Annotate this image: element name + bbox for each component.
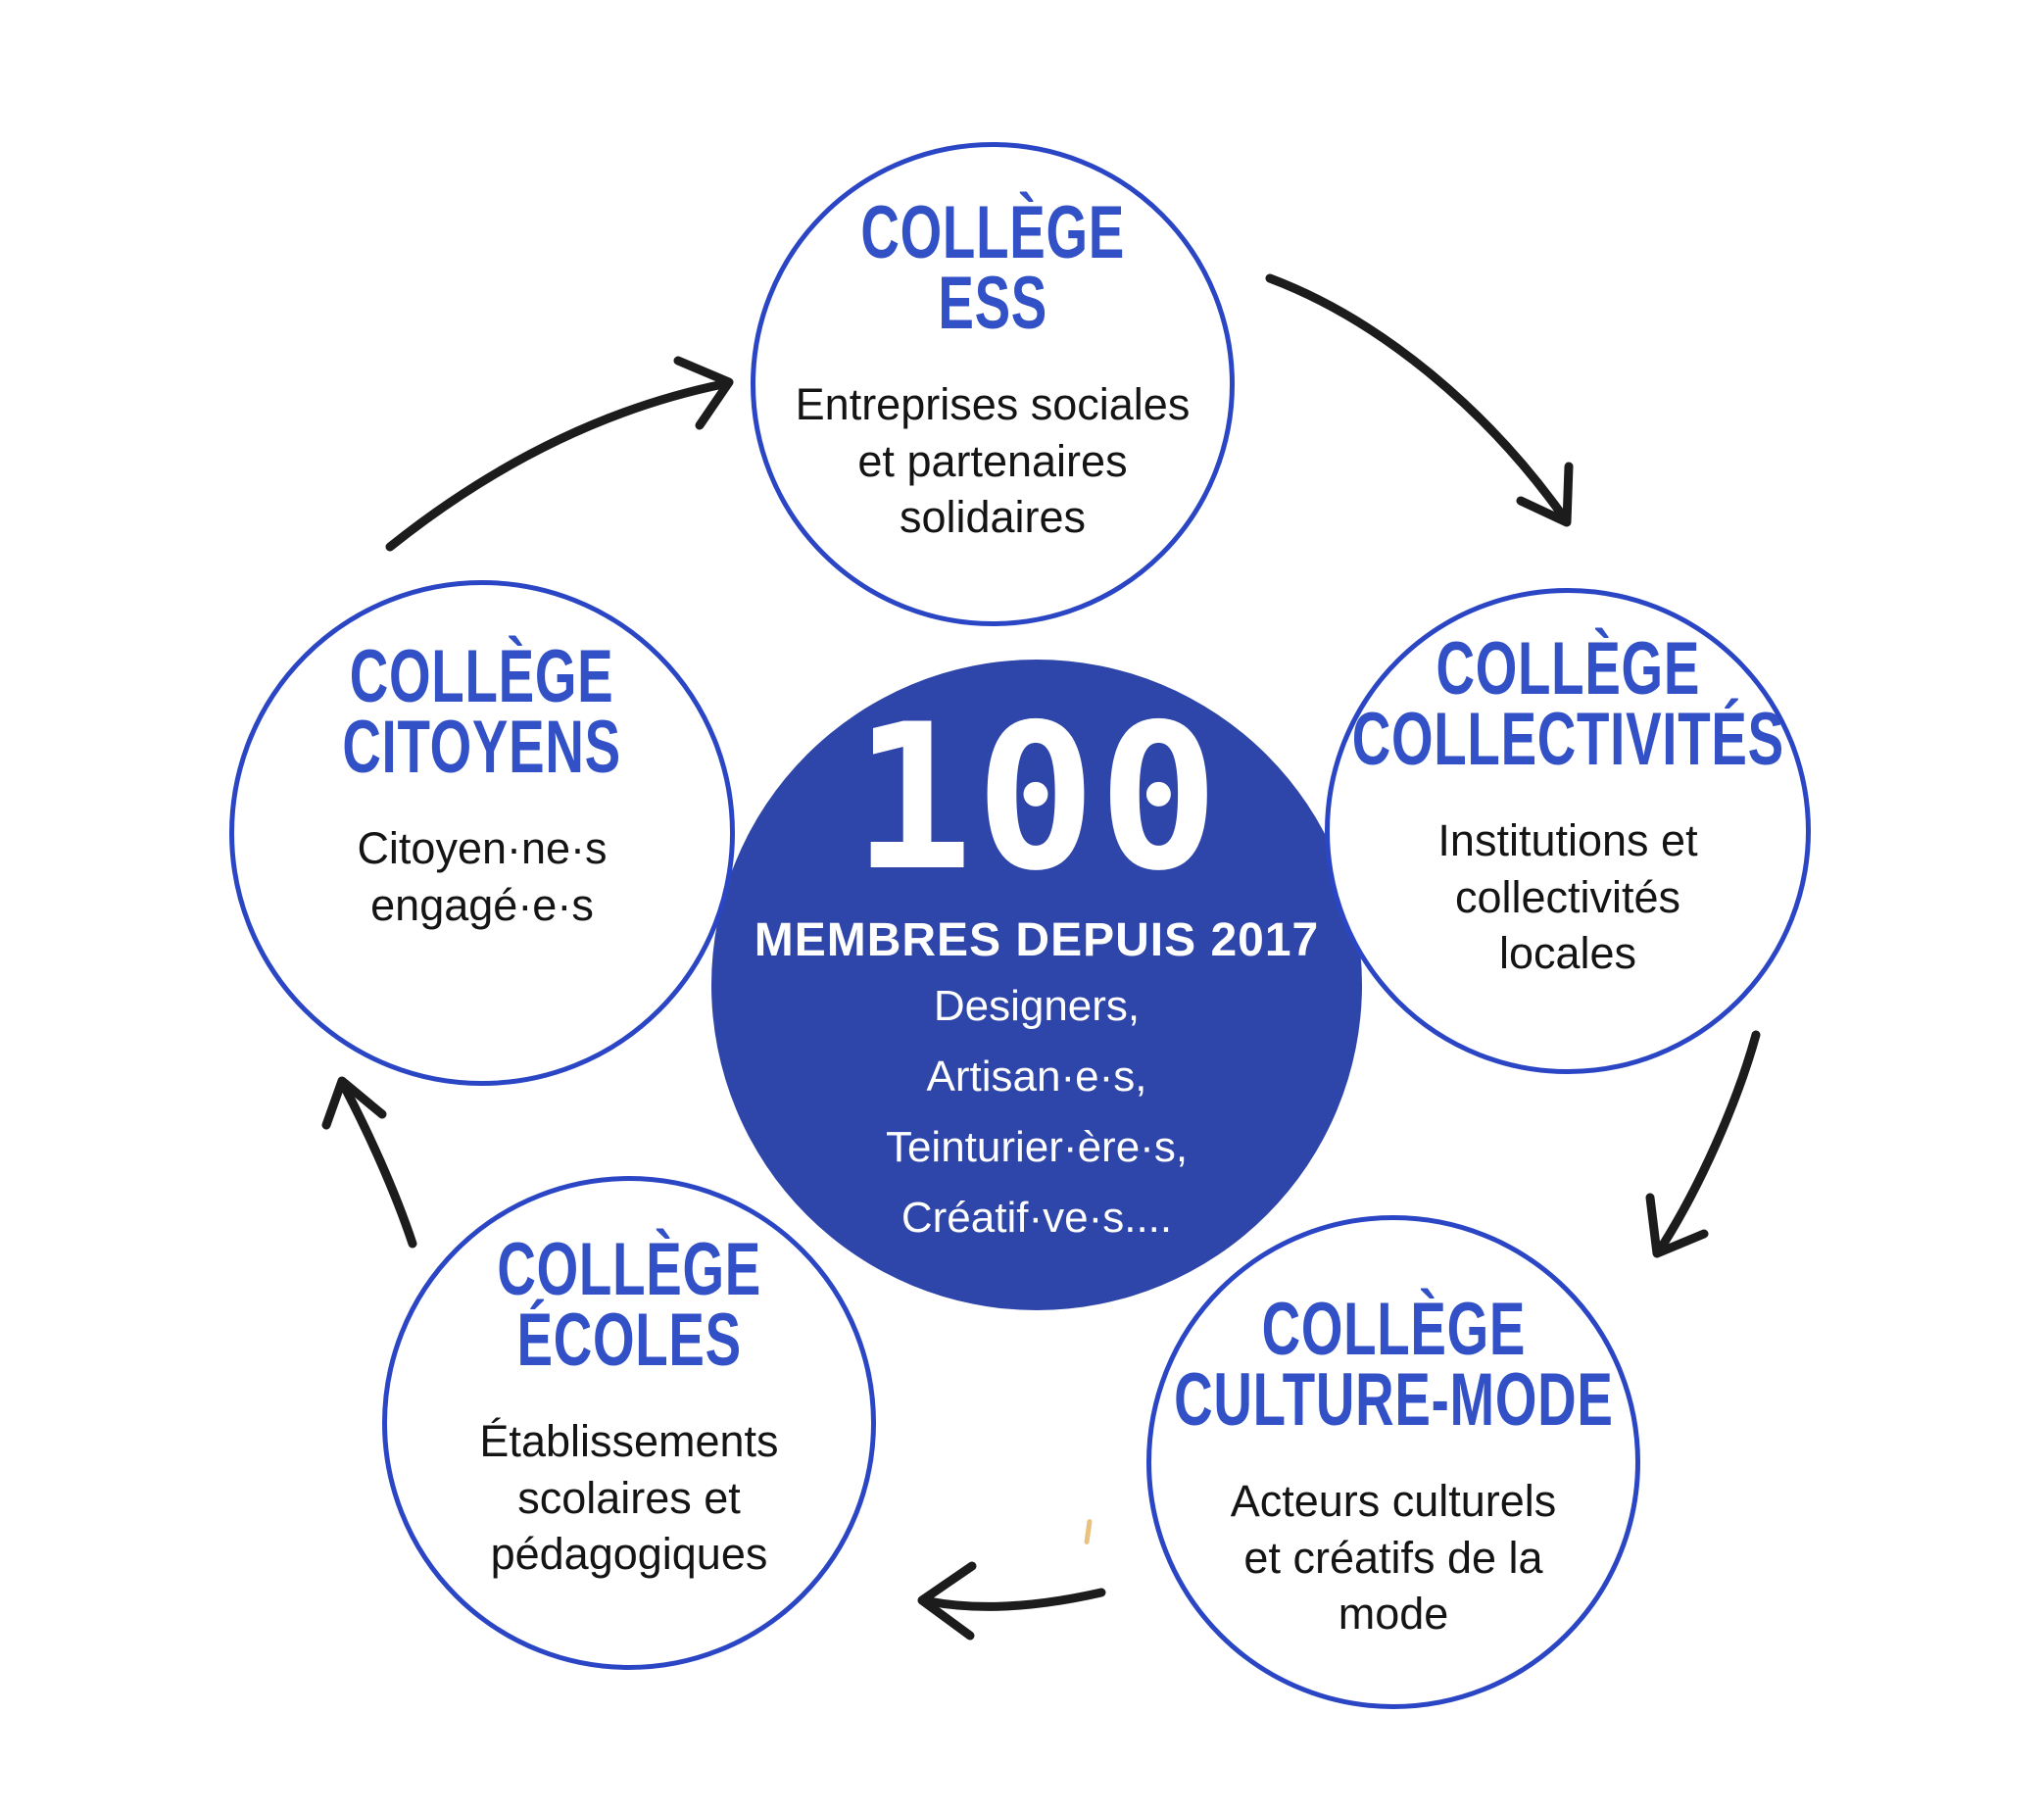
arrow-culture-mode-to-ecoles-icon	[917, 1561, 1106, 1641]
members-role-line: Créatif·ve·s....	[900, 1194, 1173, 1243]
college-ecoles-title: COLLÈGE ÉCOLES	[497, 1228, 761, 1383]
college-ess-desc-line: et partenaires	[857, 435, 1128, 486]
college-ecoles-desc-line: scolaires et	[517, 1472, 741, 1523]
college-culture-mode-description: Acteurs culturels et créatifs de la mode	[1231, 1473, 1557, 1641]
circle-college-ecoles: COLLÈGE ÉCOLES Établissements scolaires …	[382, 1176, 876, 1670]
college-ess-desc-line: Entreprises sociales	[795, 379, 1191, 430]
college-ecoles-title-line: COLLÈGE	[497, 1228, 761, 1311]
college-citoyens-description: Citoyen·ne·s engagé·e·s	[357, 820, 607, 932]
college-collectivites-title: COLLÈGE COLLECTIVITÉS	[1351, 627, 1784, 782]
college-citoyens-desc-line: Citoyen·ne·s	[357, 823, 608, 874]
members-count: 100	[852, 682, 1222, 915]
stray-mark	[1084, 1518, 1093, 1545]
college-ess-title-line: ESS	[938, 262, 1047, 346]
college-culture-mode-title-line: COLLÈGE	[1261, 1288, 1526, 1371]
members-role-line: Teinturier·ère·s,	[885, 1123, 1189, 1172]
circle-college-ess: COLLÈGE ESS Entreprises sociales et part…	[751, 142, 1235, 626]
college-collectivites-desc-line: collectivités	[1454, 871, 1681, 922]
members-subtitle: MEMBRES DEPUIS 2017	[754, 914, 1320, 966]
arrow-ess-to-collectivites-icon	[1265, 273, 1574, 527]
circle-college-citoyens: COLLÈGE CITOYENS Citoyen·ne·s engagé·e·s	[229, 580, 735, 1086]
college-culture-mode-desc-line: Acteurs culturels	[1230, 1476, 1557, 1527]
college-ecoles-desc-line: Établissements	[479, 1416, 779, 1467]
college-ess-description: Entreprises sociales et partenaires soli…	[796, 376, 1191, 544]
members-role-line: Artisan·e·s,	[926, 1053, 1147, 1102]
college-collectivites-description: Institutions et collectivités locales	[1437, 812, 1697, 980]
arrow-collectivites-to-culture-mode-icon	[1645, 1030, 1761, 1258]
college-citoyens-desc-line: engagé·e·s	[370, 879, 594, 930]
college-citoyens-title-line: COLLÈGE	[350, 635, 614, 718]
center-disc: 100 MEMBRES DEPUIS 2017 Designers, Artis…	[711, 660, 1362, 1310]
college-collectivites-title-line: COLLECTIVITÉS	[1351, 698, 1784, 782]
members-roles: Designers, Artisan·e·s, Teinturier·ère·s…	[886, 971, 1188, 1254]
circle-college-culture-mode: COLLÈGE CULTURE-MODE Acteurs culturels e…	[1146, 1215, 1640, 1709]
college-ess-desc-line: solidaires	[899, 491, 1087, 542]
college-collectivites-desc-line: locales	[1498, 927, 1637, 978]
arrow-ecoles-to-citoyens-icon	[321, 1076, 417, 1249]
circle-college-collectivites: COLLÈGE COLLECTIVITÉS Institutions et co…	[1325, 588, 1811, 1074]
college-ecoles-desc-line: pédagogiques	[490, 1528, 768, 1579]
college-culture-mode-title-line: CULTURE-MODE	[1173, 1358, 1614, 1443]
arrow-citoyens-to-ess-icon	[385, 356, 734, 552]
members-role-line: Designers,	[933, 982, 1141, 1030]
college-ess-title: COLLÈGE ESS	[860, 191, 1125, 346]
college-collectivites-desc-line: Institutions et	[1437, 815, 1698, 866]
college-ecoles-title-line: ÉCOLES	[516, 1298, 742, 1383]
college-ecoles-description: Établissements scolaires et pédagogiques	[479, 1413, 778, 1581]
college-culture-mode-desc-line: et créatifs de la	[1243, 1532, 1543, 1583]
college-ess-title-line: COLLÈGE	[860, 191, 1125, 274]
college-collectivites-title-line: COLLÈGE	[1436, 627, 1700, 710]
college-citoyens-title: COLLÈGE CITOYENS	[342, 635, 622, 790]
college-citoyens-title-line: CITOYENS	[342, 706, 622, 790]
college-culture-mode-title: COLLÈGE CULTURE-MODE	[1173, 1288, 1614, 1443]
college-culture-mode-desc-line: mode	[1338, 1588, 1449, 1639]
